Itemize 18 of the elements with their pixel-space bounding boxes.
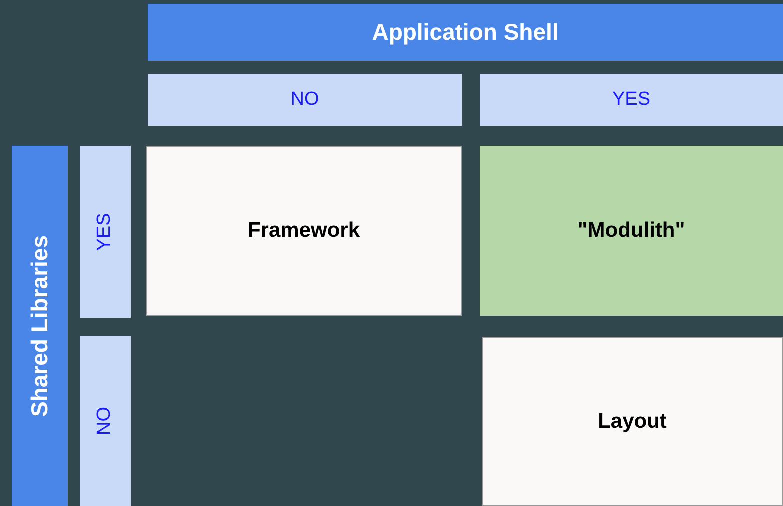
column-label [148,74,462,126]
row-label [80,146,131,318]
header-bar [12,146,68,506]
label-text: Layout [598,408,667,435]
label-text: Application Shell [372,18,559,48]
label-text: NO [290,88,320,112]
quadrant-box [480,146,783,316]
label-text: YES [93,212,116,252]
label-text: Framework [248,218,360,244]
label-text: NO [93,406,116,436]
label-text: YES [612,88,651,112]
row-label [80,336,131,506]
quadrant-box [146,146,462,316]
column-label [480,74,783,126]
quadrant-box [482,337,783,506]
label-text: "Modulith" [578,218,686,244]
label-text: Shared Libraries [26,235,54,417]
header-bar [148,4,783,61]
